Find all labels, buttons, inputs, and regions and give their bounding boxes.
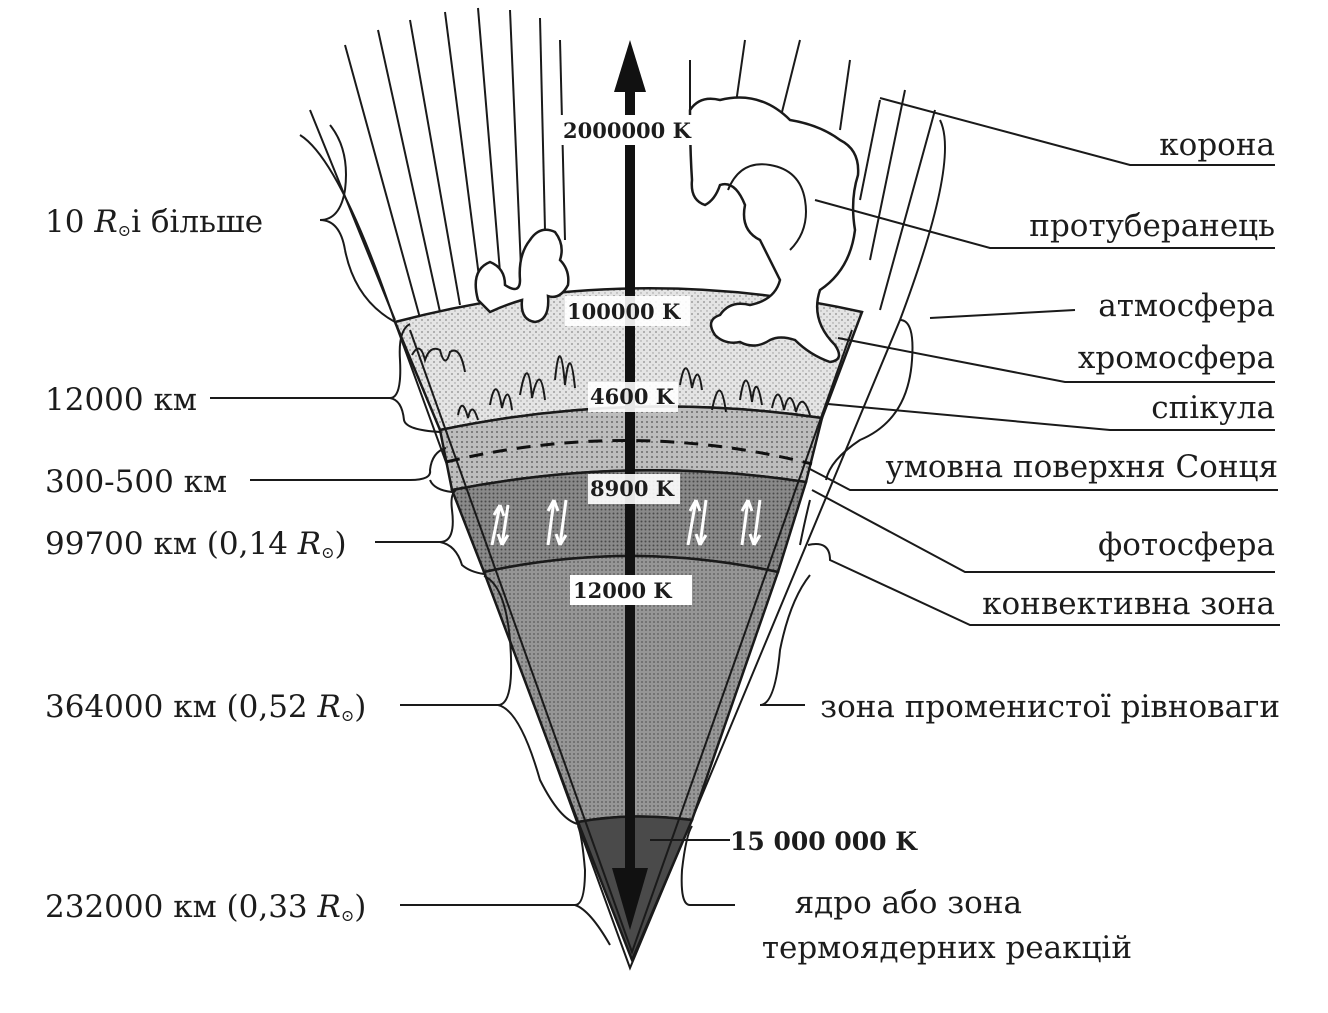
label-radiative-zone: зона променистої рівноваги bbox=[820, 689, 1280, 725]
label-chromosphere: хромосфера bbox=[1078, 340, 1275, 376]
sun-symbol: ⊙ bbox=[321, 543, 334, 562]
label-photosphere-thickness: 300-500 км bbox=[45, 464, 227, 500]
label-corona: корона bbox=[1159, 127, 1275, 163]
temperature-labels: 2000000 K 100000 K 4600 K 8900 K 12000 K… bbox=[560, 115, 918, 856]
temp-corona: 2000000 K bbox=[563, 118, 692, 143]
temp-chromosphere-base: 4600 K bbox=[590, 384, 675, 409]
temp-photosphere: 8900 K bbox=[590, 476, 675, 501]
right-labels: корона протуберанець атмосфера хромосфер… bbox=[762, 127, 1280, 966]
temperature-arrow-down-head bbox=[612, 868, 648, 930]
temp-convective-base: 12000 K bbox=[573, 578, 672, 603]
label-core-radius: 232000 км (0,33 R⊙) bbox=[45, 889, 366, 925]
corona-rays bbox=[309, 7, 936, 321]
surface-dashed-line bbox=[445, 439, 813, 466]
prominence-right bbox=[688, 96, 860, 364]
corona-outline bbox=[299, 119, 946, 971]
spicules bbox=[411, 347, 811, 421]
temp-chromosphere-top: 100000 K bbox=[567, 299, 681, 324]
sun-symbol: ⊙ bbox=[118, 221, 131, 240]
label-prominence: протуберанець bbox=[1029, 208, 1275, 244]
label-core-line2: термоядерних реакцій bbox=[762, 930, 1132, 966]
label-surface: умовна поверхня Сонця bbox=[885, 449, 1278, 485]
label-atmosphere: атмосфера bbox=[1098, 288, 1275, 324]
sun-symbol: ⊙ bbox=[341, 906, 354, 925]
left-brackets bbox=[210, 124, 611, 946]
temp-core: 15 000 000 K bbox=[730, 827, 918, 856]
label-chromosphere-thickness: 12000 км bbox=[45, 382, 197, 418]
left-labels: 10 R⊙і більше 12000 км 300-500 км 99700 … bbox=[45, 204, 366, 925]
label-radiative-thickness: 364000 км (0,52 R⊙) bbox=[45, 689, 366, 725]
label-convective-thickness: 99700 км (0,14 R⊙) bbox=[45, 526, 347, 562]
prominence-left bbox=[474, 228, 570, 324]
temperature-arrow-up-head bbox=[614, 40, 646, 92]
right-leaders bbox=[680, 97, 1280, 906]
label-convective-zone: конвективна зона bbox=[982, 586, 1275, 622]
sun-symbol: ⊙ bbox=[341, 706, 354, 725]
label-spicule: спікула bbox=[1151, 390, 1275, 426]
label-core-line1: ядро або зона bbox=[795, 885, 1022, 921]
label-corona-size: 10 R⊙і більше bbox=[45, 204, 263, 240]
label-photosphere: фотосфера bbox=[1098, 527, 1275, 563]
convection-arrows bbox=[490, 499, 762, 546]
